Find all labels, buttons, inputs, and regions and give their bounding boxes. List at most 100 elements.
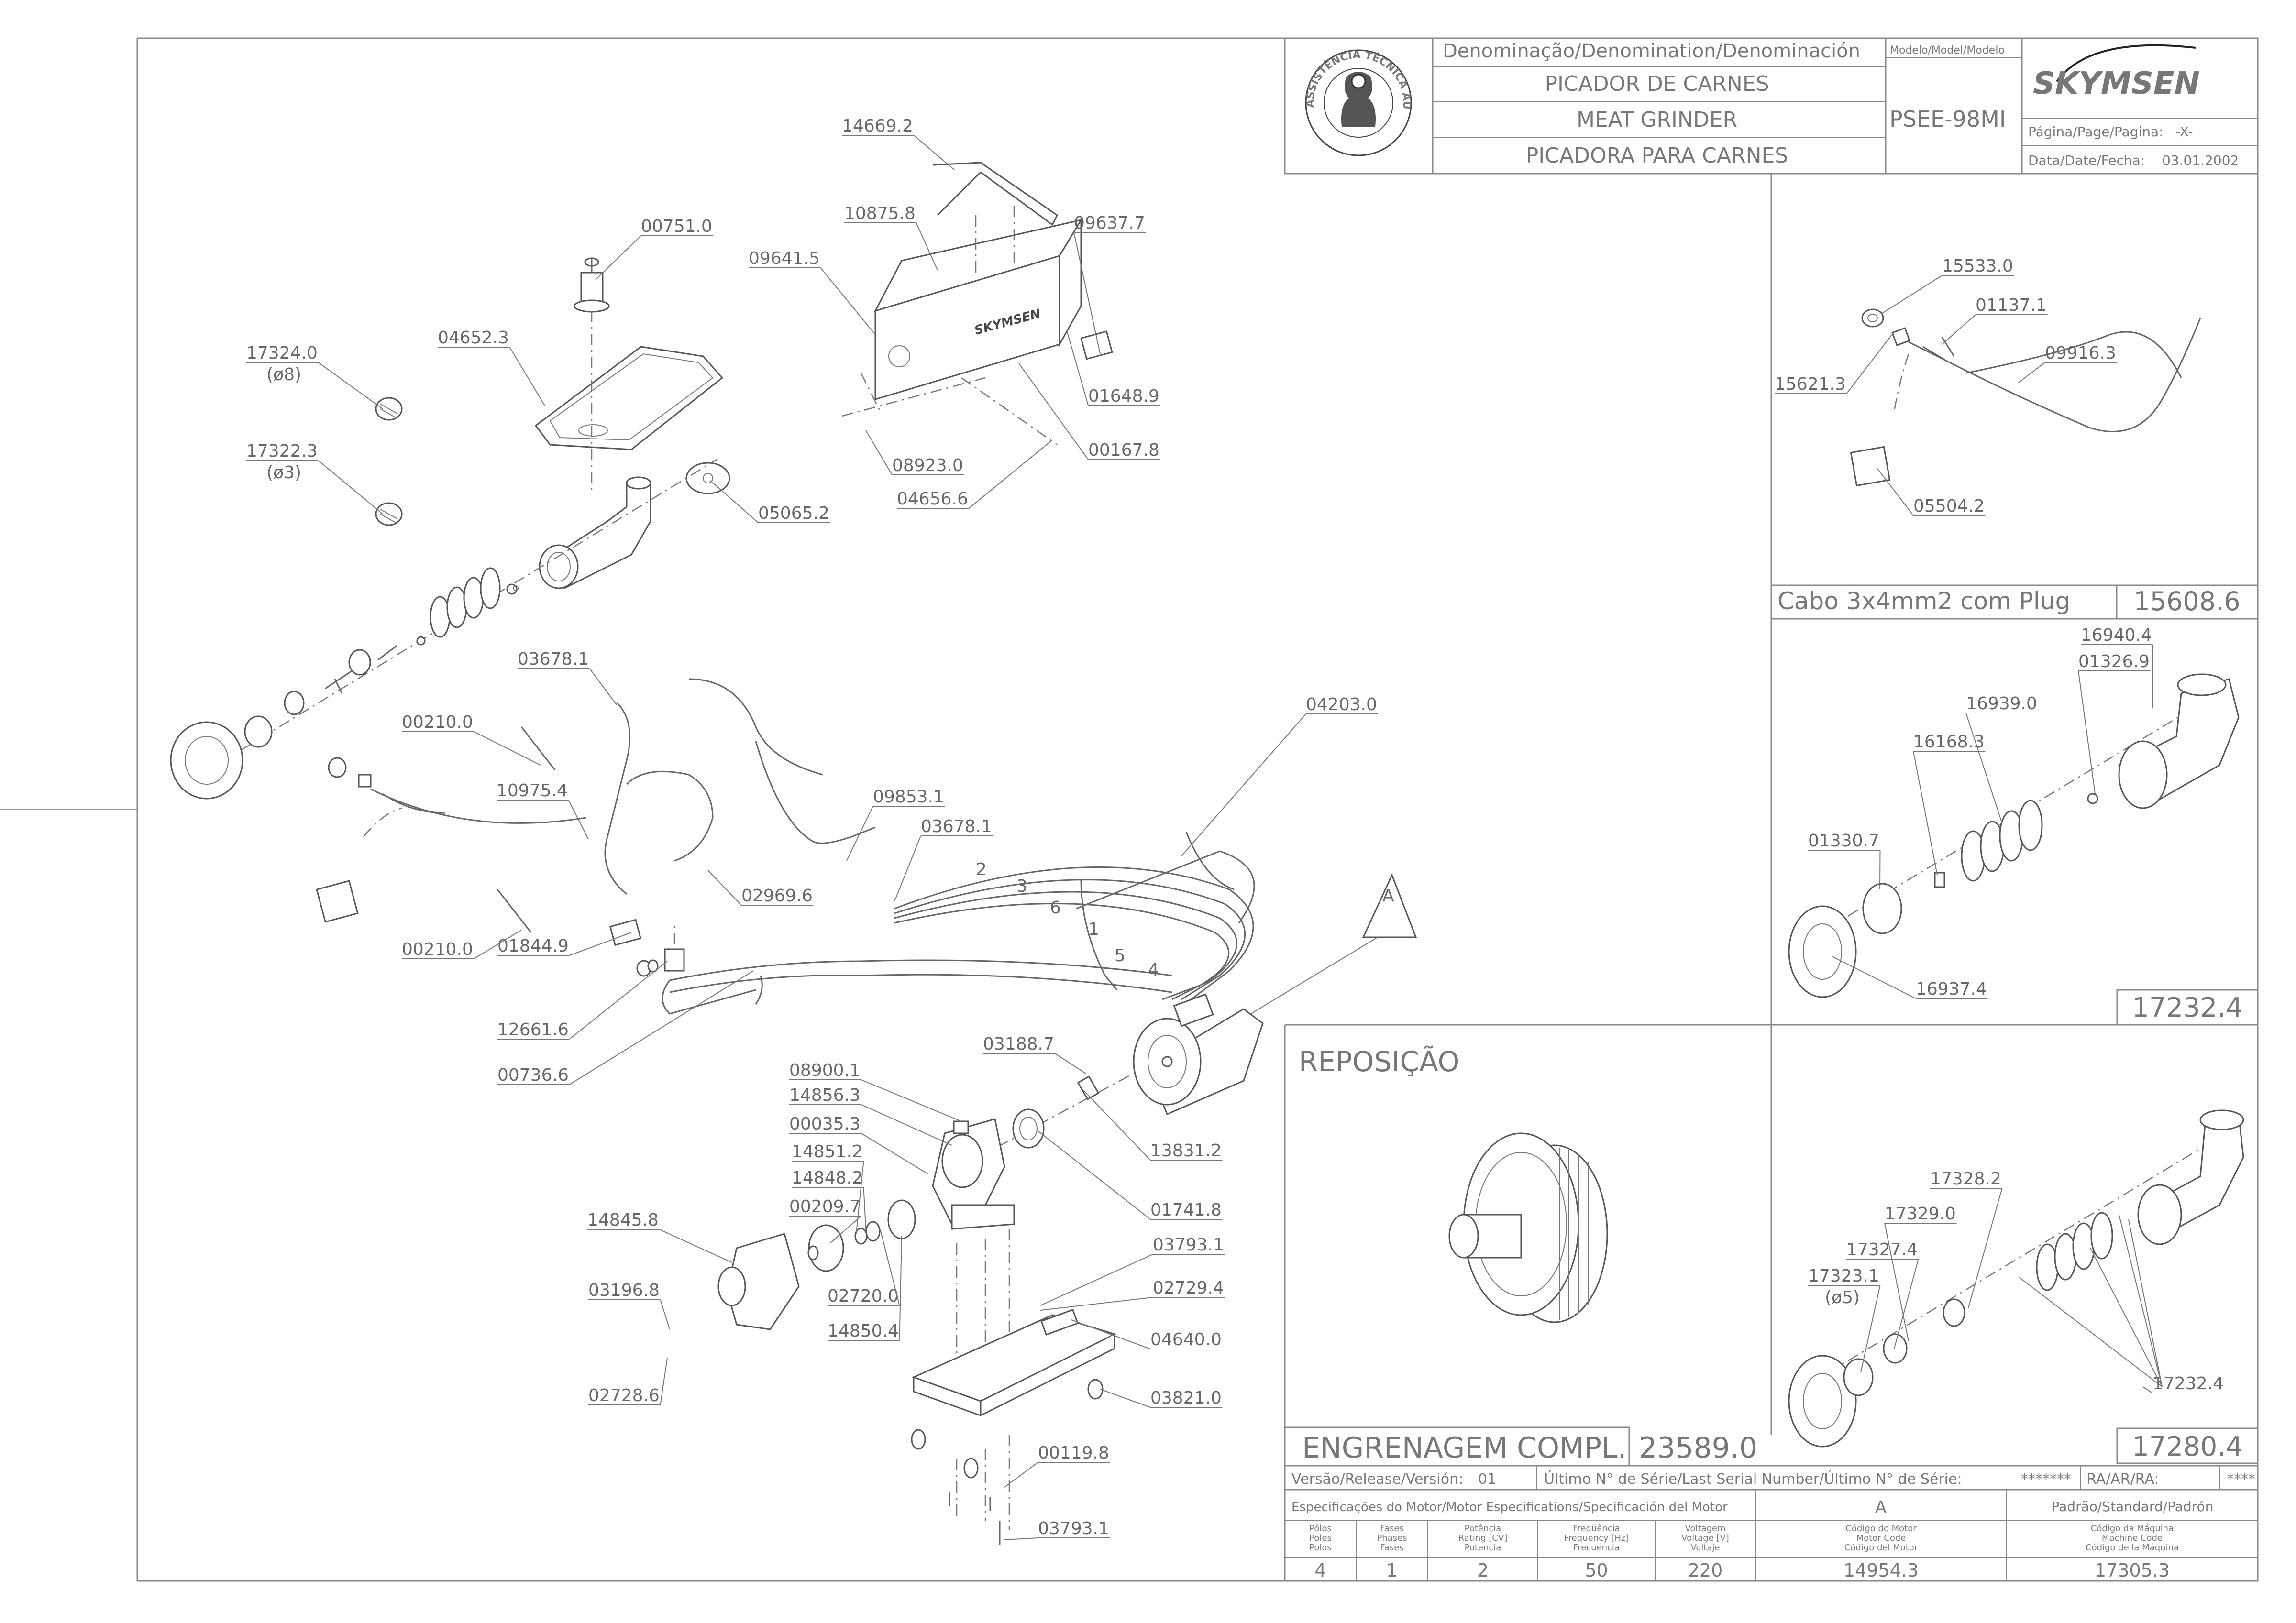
leader-line: [1040, 1254, 1153, 1306]
leader-line: [2152, 644, 2153, 708]
leader-line: [1071, 1319, 1151, 1349]
part-number-label: 00035.3: [789, 1114, 861, 1134]
leader-line: [1004, 1537, 1038, 1540]
svg-text:ASSISTÊNCIA TÉCNICA AUTORIZADA: ASSISTÊNCIA TÉCNICA AUTORIZADA: [0, 0, 1413, 110]
motor-spec-label: Especificações do Motor/Motor Especifica…: [1292, 1500, 1728, 1514]
title-block: ASSISTÊNCIA TÉCNICA AUTORIZADA Denominaç…: [0, 0, 2259, 175]
part-number-label: 09637.7: [1074, 213, 1145, 233]
leader-line: [1054, 1053, 1086, 1074]
part-number-label: 03821.0: [1150, 1388, 1222, 1408]
leader-line: [1100, 1389, 1151, 1408]
part-number-label: 15533.0: [1942, 256, 2013, 276]
exploded-view: SKYMSEN: [170, 162, 1417, 1545]
part-number-label: (ø3): [266, 463, 301, 483]
part-number-label: 01844.9: [497, 936, 569, 956]
cable-panel: Cabo 3x4mm2 com Plug 15608.6: [1770, 308, 2259, 620]
wire-number: 2: [976, 860, 987, 879]
assembly-panel-2: 17280.4: [1788, 1109, 2259, 1464]
cable-code: 15608.6: [2133, 586, 2240, 616]
part-number-label: 17322.3: [246, 441, 318, 461]
standard-label: Padrão/Standard/Padrón: [2052, 1499, 2214, 1514]
part-number-label: 03793.1: [1038, 1519, 1109, 1538]
leader-line: [1860, 1285, 1881, 1373]
footer-column-value: 4: [1314, 1560, 1326, 1581]
sheet-border: [136, 37, 2259, 1582]
part-number-label: (ø8): [266, 365, 301, 384]
part-number-label: 02720.0: [828, 1286, 899, 1306]
footer-column-header: Potencia: [1465, 1543, 1501, 1553]
footer-column-header: Código do Motor: [1845, 1524, 1917, 1534]
leader-line: [1066, 329, 1089, 406]
assembly-1-code: 17232.4: [2132, 992, 2243, 1023]
leader-line: [861, 1104, 952, 1146]
footer-column-header: Phases: [1377, 1533, 1407, 1543]
motor-spec-value: A: [1875, 1498, 1887, 1517]
section-a-marker: [1362, 873, 1417, 938]
part-number-label: 03678.1: [921, 817, 992, 836]
part-number-label: 17323.1: [1808, 1266, 1879, 1286]
version-value: 01: [1478, 1471, 1496, 1488]
footer-column-value: 17305.3: [2095, 1560, 2170, 1581]
footer-column-header: Código da Máquina: [2091, 1524, 2174, 1534]
part-number-label: 00210.0: [402, 940, 473, 959]
part-number-label: 17329.0: [1885, 1204, 1956, 1224]
replacement-heading: REPOSIÇÃO: [1299, 1045, 1459, 1078]
leader-line: [916, 222, 938, 271]
part-number-label: 09853.1: [873, 787, 944, 807]
leader-line: [829, 1216, 862, 1244]
footer-column-header: Frequency [Hz]: [1564, 1533, 1629, 1543]
leader-line: [861, 1133, 928, 1174]
gear-drawing: [1448, 1132, 1608, 1323]
part-number-label: 01648.9: [1088, 386, 1159, 406]
leader-line: [1083, 1090, 1151, 1161]
wire-number: 3: [1016, 877, 1027, 896]
leader-line: [2078, 670, 2096, 794]
part-number-label: 14850.4: [828, 1321, 899, 1341]
footer-column-value: 220: [1688, 1560, 1723, 1581]
denomination-header: Denominação/Denomination/Denominación: [1443, 40, 1860, 62]
date-value: 03.01.2002: [2162, 153, 2239, 168]
leader-line: [846, 806, 873, 861]
page-value: -X-: [2175, 124, 2193, 140]
part-number-label: 17324.0: [246, 343, 318, 363]
leader-line: [1965, 713, 2002, 823]
leader-line: [589, 668, 618, 706]
cable-assembly: [316, 726, 586, 933]
date-label: Data/Date/Fecha:: [2028, 153, 2145, 168]
part-number-label: 16168.3: [1913, 732, 1985, 752]
part-number-label: 01326.9: [2078, 652, 2150, 671]
leader-line: [1038, 1130, 1151, 1220]
part-number-label: 14851.2: [792, 1142, 863, 1162]
part-number-label: 03793.1: [1153, 1235, 1224, 1255]
leader-line: [660, 1358, 668, 1405]
part-number-label: 16937.4: [1916, 979, 1987, 999]
name-pt: PICADOR DE CARNES: [1545, 72, 1769, 96]
replacement-name: ENGRENAGEM COMPL.: [1302, 1431, 1627, 1465]
page-label: Página/Page/Pagina:: [2028, 124, 2164, 140]
part-number-label: 14848.2: [792, 1168, 863, 1188]
part-number-label: 01137.1: [1976, 296, 2047, 315]
version-label: Versão/Release/Versión:: [1292, 1471, 1463, 1488]
footer-column-header: Voltaje: [1690, 1543, 1720, 1553]
leader-line: [569, 961, 668, 1040]
leader-line: [1846, 334, 1892, 394]
footer-column-header: Voltage [V]: [1681, 1533, 1729, 1543]
part-number-label: 03196.8: [588, 1281, 660, 1300]
part-number-label: 05504.2: [1913, 496, 1985, 516]
part-number-label: 08900.1: [789, 1061, 861, 1080]
part-number-label: 04656.6: [897, 489, 968, 509]
leader-line: [509, 347, 546, 407]
svg-text:SKYMSEN: SKYMSEN: [2033, 66, 2200, 101]
leader-line: [913, 135, 955, 170]
leader-line: [863, 1187, 866, 1229]
serial-label: Último N° de Série/Last Serial Number/Úl…: [1544, 1470, 1962, 1488]
part-number-label: 04652.3: [438, 328, 509, 348]
footer-column-header: Motor Code: [1856, 1533, 1906, 1543]
part-number-label: 02728.6: [588, 1386, 660, 1405]
wiring-harness: [604, 678, 1254, 1015]
part-number-label: 02969.6: [741, 886, 813, 906]
part-number-label: 08923.0: [892, 456, 963, 475]
leader-line: [1040, 1297, 1153, 1311]
gearbox: [718, 1075, 1100, 1387]
